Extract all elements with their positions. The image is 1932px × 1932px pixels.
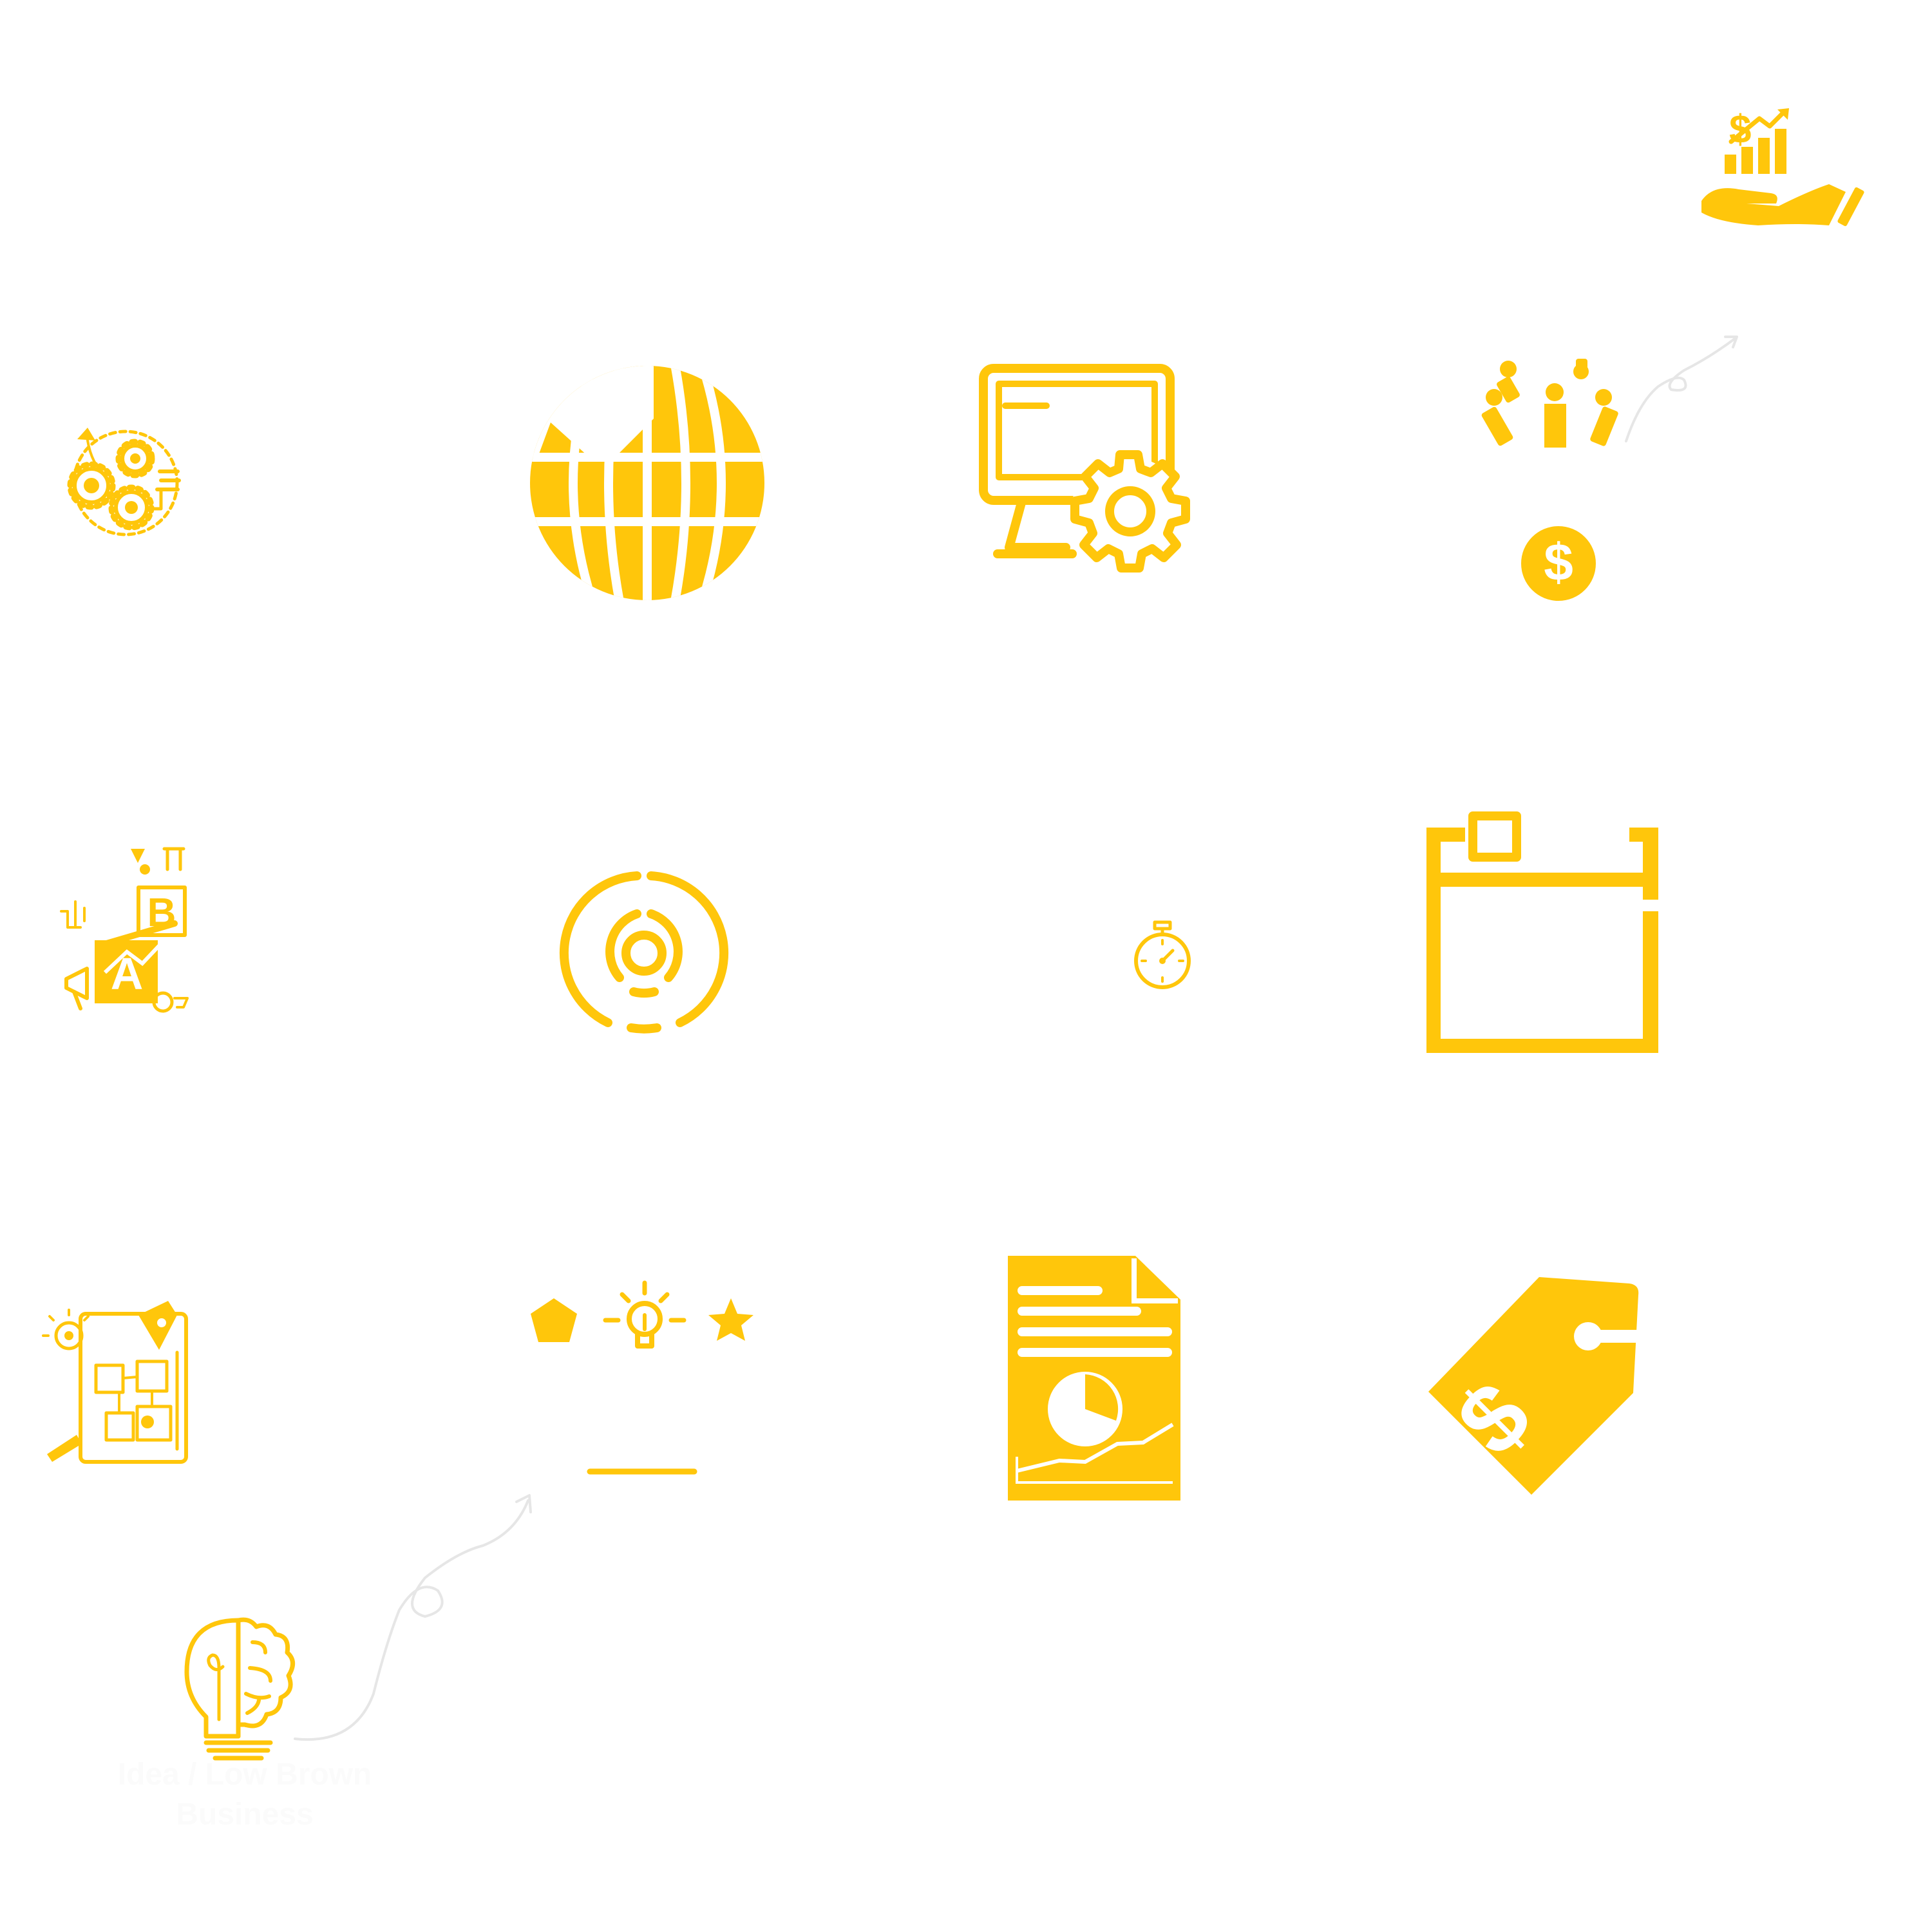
monitor-gear-icon [976,361,1220,602]
svg-text:$: $ [1544,533,1573,592]
ab-testing-icon: B A [55,844,190,1018]
calendar-icon [1426,808,1658,1053]
hand-money-growth-icon: $ [1700,103,1868,232]
gears-globe-icon [64,419,181,547]
svg-text:A: A [111,949,144,999]
brain-bulb-icon [180,1616,296,1765]
curved-arrow-icon [1620,325,1742,448]
globe-icon [525,361,770,605]
report-document-icon [1008,1256,1188,1501]
target-icon [559,869,729,1037]
stopwatch-icon [1130,920,1195,992]
ideas-icon [528,1275,760,1488]
strategy-board-icon [42,1294,190,1468]
curved-arrow-icon [290,1475,541,1745]
caption-text: Idea / Low Brown Business [117,1757,372,1832]
price-tag-icon: $ [1423,1277,1646,1497]
people-dollar-icon: $ [1481,357,1623,605]
